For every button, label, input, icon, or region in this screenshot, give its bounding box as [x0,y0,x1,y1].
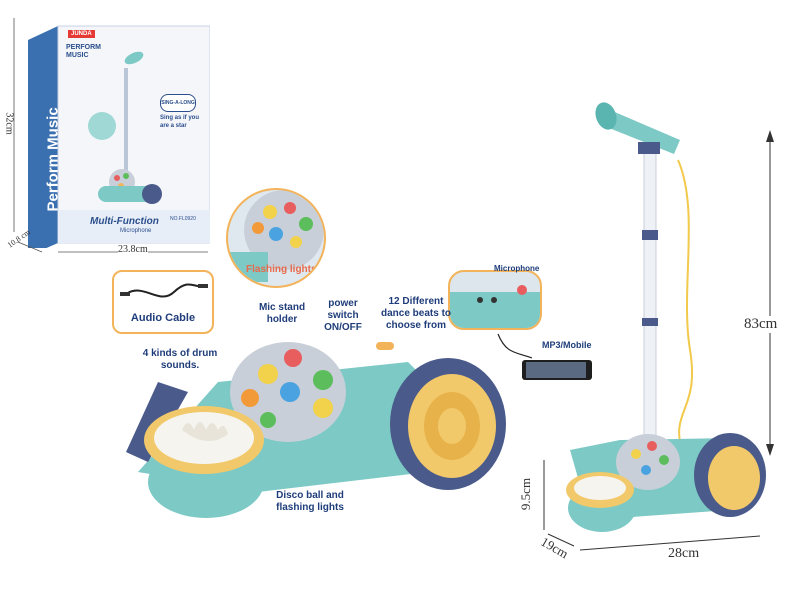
stand-height-label: 83cm [744,316,778,333]
flashing-lights-label: Flashing lights [246,264,317,275]
box-shape [28,25,210,248]
base-height-label: 9.5cm [518,477,534,511]
product-box: JUNDA PERFORM MUSIC Perform Music SING-A… [20,18,210,248]
box-brand: JUNDA [68,30,95,38]
box-sub-title: Microphone [120,228,152,234]
flashing-lights-callout: Flashing lights [226,188,326,288]
phone-illustration [497,333,592,380]
box-height-label: 32cm [3,112,15,135]
mic-holder-label: Mic stand holder [258,302,306,325]
jack-panel-icon [450,285,540,328]
power-switch-label: power switch ON/OFF [324,298,362,333]
drum-sounds-label: 4 kinds of drum sounds. [142,348,218,371]
audio-cable-label: Audio Cable [130,312,196,324]
box-model-no: NO.FL0920 [170,216,196,222]
audio-cable-icon [120,283,208,298]
base-width-label: 28cm [668,546,700,561]
box-width-label: 23.8cm [118,244,148,255]
disco-ball-label: Disco ball and flashing lights [276,490,344,513]
box-sing-badge: SING-A-LONG [160,94,196,112]
mic-stand-toy [543,102,774,551]
audio-cable-callout: Audio Cable [112,270,214,334]
box-front-title: PERFORM MUSIC [66,44,101,59]
microphone-jack-callout [448,270,542,330]
box-slogan: Sing as if you are a star [160,115,200,129]
toy-base-closeup [126,342,506,518]
box-dimension-lines [13,18,208,253]
box-main-title: Multi-Function [90,216,159,227]
dance-beats-label: 12 Different dance beats to choose from [380,296,452,331]
microphone-label: Microphone [494,264,540,273]
mp3-label: MP3/Mobile [542,340,592,350]
